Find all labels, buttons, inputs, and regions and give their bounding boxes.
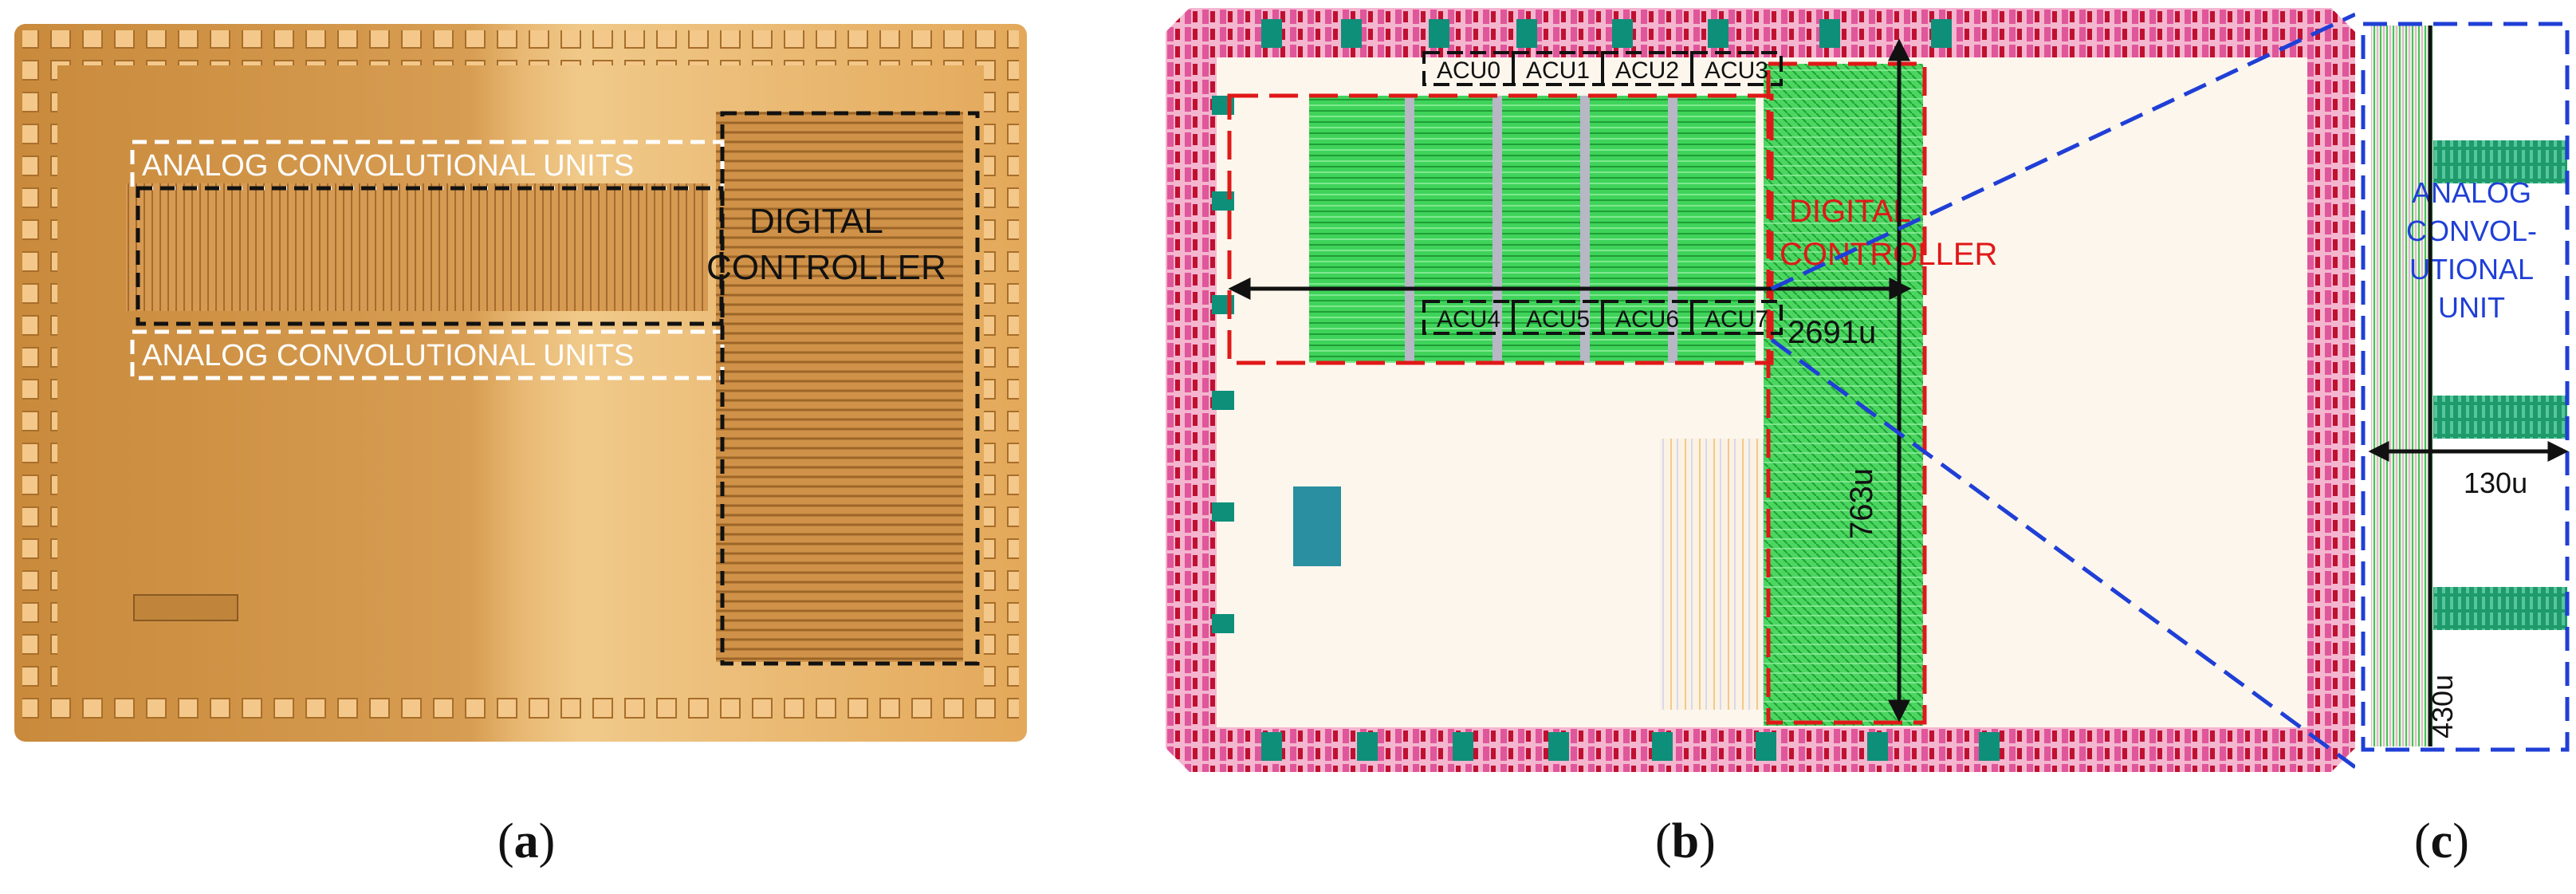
controller-label-line1: DIGITAL xyxy=(1789,194,1911,229)
caption-c: (c) xyxy=(2414,814,2469,868)
acu3-label: ACU3 xyxy=(1705,57,1768,84)
height-dimension-label: 763u xyxy=(1844,468,1879,539)
pad-ring-left xyxy=(22,64,57,694)
analog-block xyxy=(1293,486,1341,566)
io-pads xyxy=(1212,19,2000,761)
acu0-label: ACU0 xyxy=(1437,57,1500,84)
acu-stub-2 xyxy=(2433,396,2567,439)
acu-zoom: ANALOG CONVOL- UTIONAL UNIT 130u 430u xyxy=(2360,21,2570,754)
zoom-lines xyxy=(1770,12,2355,770)
acu-column xyxy=(2371,26,2433,746)
acu-top-label: ANALOG CONVOLUTIONAL UNITS xyxy=(142,149,634,183)
acu-top-dashed-box xyxy=(130,140,725,191)
acu7-label: ACU7 xyxy=(1705,306,1768,333)
acu-array-dashed-box xyxy=(136,186,724,326)
acu1-label: ACU1 xyxy=(1526,57,1590,84)
acu-zoom-label-line2: CONVOL- xyxy=(2406,215,2537,247)
caption-b: (b) xyxy=(1655,814,1716,868)
acu5-label: ACU5 xyxy=(1526,306,1590,333)
controller-label-line1: DIGITAL xyxy=(749,202,883,241)
controller-label-line2: CONTROLLER xyxy=(1780,237,1997,272)
pad-ring-top xyxy=(22,30,1019,65)
acu-array-photo xyxy=(126,183,708,311)
acu-zoom-panel: ANALOG CONVOL- UTIONAL UNIT 130u 430u xyxy=(2360,21,2570,754)
die-photo-panel: ANALOG CONVOLUTIONAL UNITS ANALOG CONVOL… xyxy=(14,24,1027,742)
acu6-label: ACU6 xyxy=(1615,306,1679,333)
die-photo: ANALOG CONVOLUTIONAL UNITS ANALOG CONVOL… xyxy=(14,24,1027,742)
pad-ring-right xyxy=(984,64,1019,694)
controller-area-photo xyxy=(716,112,963,662)
height-dimension-arrow xyxy=(1887,38,1911,723)
acu-separators xyxy=(1405,96,1677,363)
width-dimension-arrow xyxy=(1228,277,1912,301)
acu4-label: ACU4 xyxy=(1437,306,1500,333)
acu-stub-1 xyxy=(2433,140,2567,183)
controller-label-line2: CONTROLLER xyxy=(706,248,946,287)
die-logo-mark xyxy=(133,594,238,621)
acu-zoom-label-line3: UTIONAL xyxy=(2409,253,2534,286)
acu-zoom-label-line4: UNIT xyxy=(2438,291,2505,324)
acu-stub-3 xyxy=(2433,587,2567,630)
caption-a: (a) xyxy=(498,814,556,868)
acu-array xyxy=(1309,96,1756,363)
acu-bottom-label: ANALOG CONVOLUTIONAL UNITS xyxy=(142,339,634,372)
pad-ring-bottom xyxy=(22,694,1019,729)
layout-panel: ACU0 ACU1 ACU2 ACU3 ACU4 ACU5 ACU6 ACU7 … xyxy=(1166,8,2355,772)
chip-layout: ACU0 ACU1 ACU2 ACU3 ACU4 ACU5 ACU6 ACU7 … xyxy=(1166,8,2355,772)
acu-label-boxes xyxy=(1422,51,1783,335)
acu-width-label: 130u xyxy=(2464,467,2527,499)
width-dimension-label: 2691u xyxy=(1787,315,1876,350)
acu-red-box xyxy=(1227,93,1774,365)
acu-zoom-dashed-box xyxy=(2361,22,2570,752)
acu-height-label: 430u xyxy=(2426,675,2459,738)
acu2-label: ACU2 xyxy=(1615,57,1679,84)
acu-width-arrow xyxy=(2368,440,2569,463)
controller-red-box xyxy=(1766,61,1927,725)
